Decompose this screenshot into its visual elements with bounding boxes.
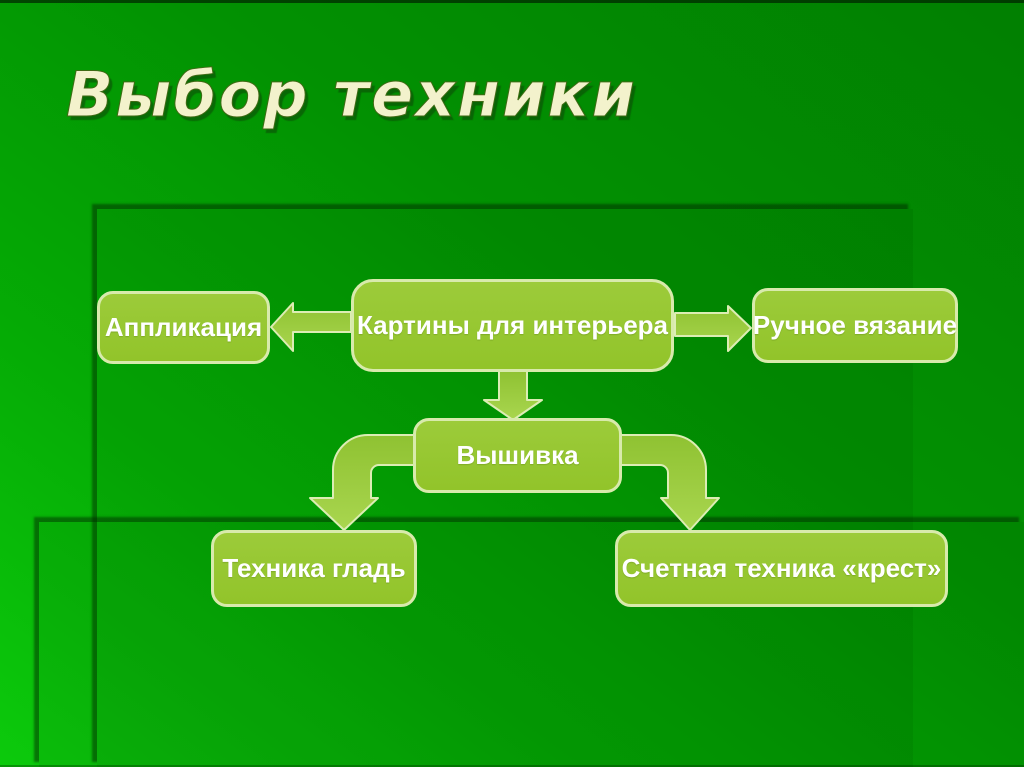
node-schetnaya-tehnika-krest: Счетная техника «крест»: [615, 530, 948, 607]
node-tehnika-glad: Техника гладь: [211, 530, 417, 607]
slide-bottom-border: [0, 765, 1024, 767]
arrow-vyshivka-to-glad: [309, 434, 415, 531]
node-applikaciya: Аппликация: [97, 291, 270, 364]
node-glad-label: Техника гладь: [222, 553, 406, 583]
node-ruchnoe-vyazanie: Ручное вязание: [752, 288, 958, 363]
node-krest-label: Счетная техника «крест»: [621, 553, 942, 583]
node-kartiny-dlya-interera: Картины для интерьера: [351, 279, 674, 372]
arrow-kartiny-to-ruchnoe: [674, 305, 752, 352]
slide-title: Выбор техники: [66, 58, 637, 132]
arrow-kartiny-to-applikaciya: [270, 302, 352, 352]
node-ruchnoe-label: Ручное вязание: [752, 310, 958, 340]
arrow-vyshivka-to-krest: [620, 434, 720, 531]
node-vyshivka-label: Вышивка: [456, 440, 579, 470]
node-vyshivka: Вышивка: [413, 418, 622, 493]
slide-top-border: [0, 0, 1024, 3]
node-applikaciya-label: Аппликация: [104, 312, 263, 342]
node-kartiny-label: Картины для интерьера: [357, 310, 668, 340]
arrow-kartiny-to-vyshivka: [483, 370, 543, 421]
